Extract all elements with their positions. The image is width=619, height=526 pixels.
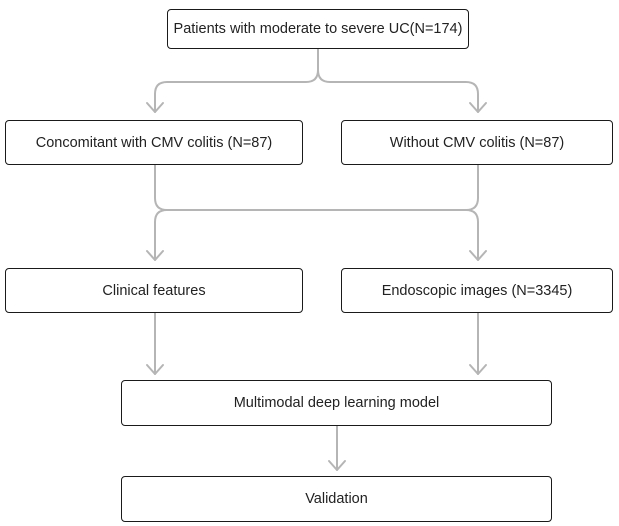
node-endoscopic-images: Endoscopic images (N=3345): [341, 268, 613, 313]
node-patients-label: Patients with moderate to severe UC(N=17…: [173, 21, 463, 37]
node-clinical-features: Clinical features: [5, 268, 303, 313]
connector-split-to-endoscopic: [465, 209, 479, 261]
arrowhead-model-to-validation: [328, 460, 346, 471]
arrowhead-to-clinical: [146, 250, 164, 261]
arrowhead-to-no-cmv: [469, 102, 487, 113]
node-patients: Patients with moderate to severe UC(N=17…: [167, 9, 469, 49]
node-multimodal-model-label: Multimodal deep learning model: [233, 395, 440, 411]
node-cmv-colitis-label: Concomitant with CMV colitis (N=87): [35, 134, 273, 151]
connector-split-to-clinical: [154, 209, 168, 261]
arrowhead-to-endoscopic: [469, 250, 487, 261]
node-multimodal-model: Multimodal deep learning model: [121, 380, 552, 426]
node-clinical-features-label: Clinical features: [102, 282, 206, 299]
connector-cmv-down: [154, 164, 479, 211]
connector-patients-to-groups: [154, 48, 319, 113]
node-cmv-colitis: Concomitant with CMV colitis (N=87): [5, 120, 303, 165]
node-validation-label: Validation: [305, 491, 368, 507]
node-without-cmv-colitis-label: Without CMV colitis (N=87): [389, 134, 565, 151]
node-endoscopic-images-label: Endoscopic images (N=3345): [381, 282, 573, 299]
connector-patients-to-no-cmv: [317, 69, 479, 113]
node-without-cmv-colitis: Without CMV colitis (N=87): [341, 120, 613, 165]
arrowhead-endoscopic-to-model: [469, 364, 487, 375]
arrowhead-clinical-to-model: [146, 364, 164, 375]
arrowhead-to-cmv: [146, 102, 164, 113]
node-validation: Validation: [121, 476, 552, 522]
